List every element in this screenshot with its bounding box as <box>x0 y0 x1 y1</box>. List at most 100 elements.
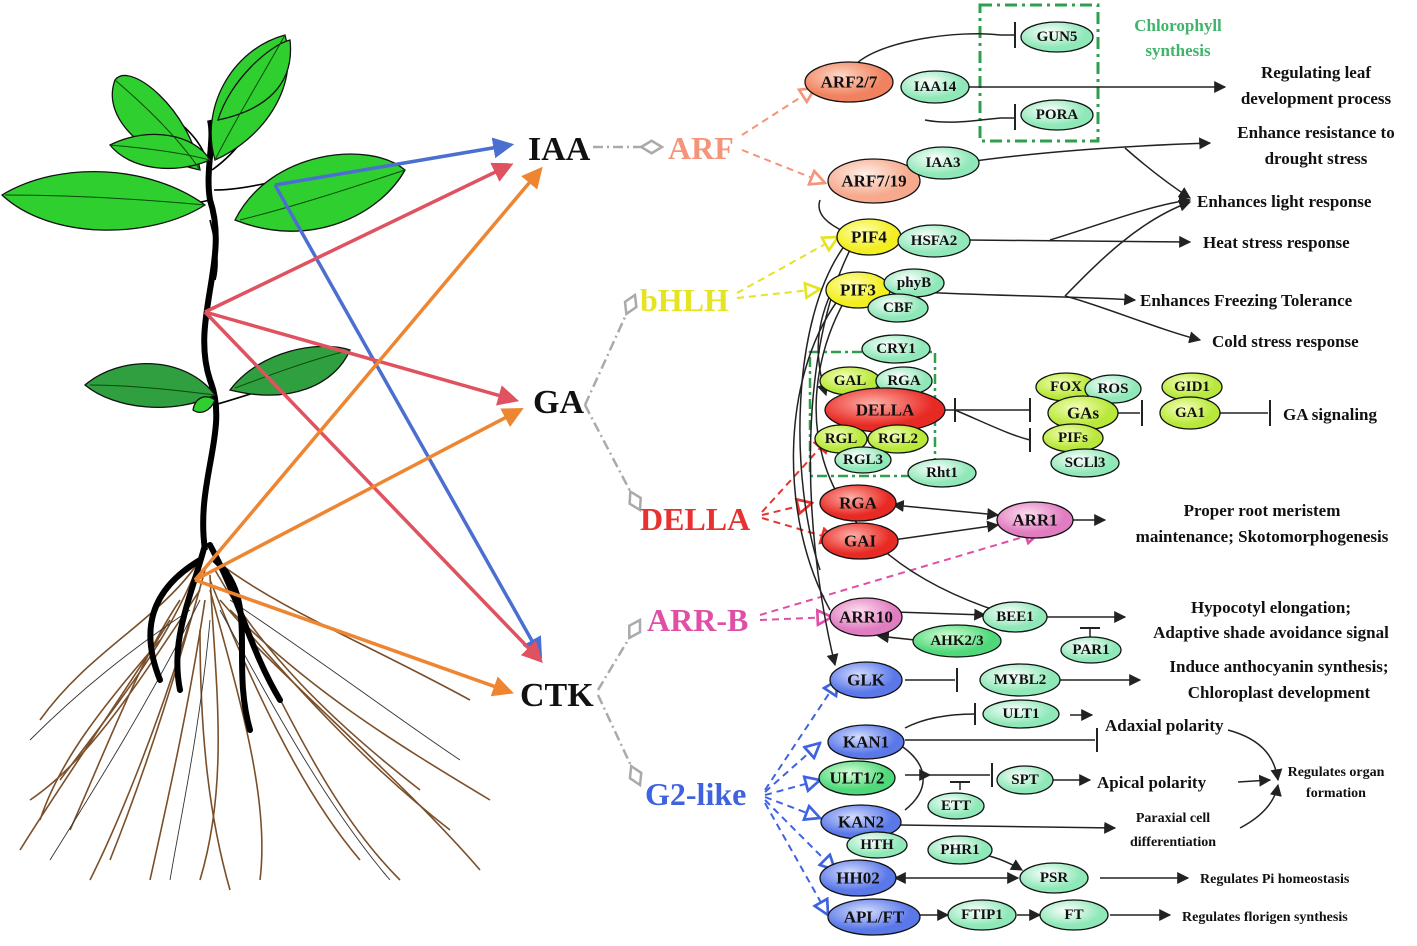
output-florigen-synthesis: Regulates florigen synthesis <box>1182 910 1348 925</box>
svg-text:PHR1: PHR1 <box>940 842 979 858</box>
output-apical-polarity: Apical polarity <box>1097 773 1207 792</box>
output-anthocyanin-line1: Induce anthocyanin synthesis; <box>1169 657 1388 676</box>
svg-text:CRY1: CRY1 <box>876 341 915 357</box>
svg-text:FT: FT <box>1064 907 1083 923</box>
output-ga-signaling: GA signaling <box>1283 405 1378 424</box>
main-roots <box>147 542 283 733</box>
output-organ-line1: Regulates organ <box>1288 765 1385 780</box>
node-gai: GAI <box>821 522 899 560</box>
svg-text:PAR1: PAR1 <box>1072 642 1109 658</box>
svg-text:BEE1: BEE1 <box>996 609 1034 625</box>
node-phyb: phyB <box>883 268 945 298</box>
hormone-family-connectors <box>583 147 662 785</box>
node-cry1: CRY1 <box>861 334 931 364</box>
node-hh02: HH02 <box>819 859 897 897</box>
node-rgl2: RGL2 <box>867 424 929 454</box>
node-par1: PAR1 <box>1060 636 1122 664</box>
node-ft: FT <box>1039 899 1109 931</box>
node-mybl2: MYBL2 <box>979 663 1061 697</box>
svg-text:RGL2: RGL2 <box>878 431 918 447</box>
hormone-ctk-label: CTK <box>520 677 594 714</box>
chlorophyll-synthesis-box <box>978 3 1100 143</box>
node-della: DELLA <box>824 387 946 433</box>
chlorophyll-label-line2: synthesis <box>1145 41 1211 60</box>
svg-text:AHK2/3: AHK2/3 <box>930 633 983 649</box>
svg-text:ROS: ROS <box>1098 381 1129 397</box>
svg-text:MYBL2: MYBL2 <box>994 672 1047 688</box>
output-adaxial-polarity: Adaxial polarity <box>1105 716 1224 735</box>
output-root-line1: Proper root meristem <box>1184 501 1341 520</box>
stem <box>200 119 220 551</box>
hormone-iaa-label: IAA <box>528 131 591 168</box>
output-paraxial-line1: Paraxial cell <box>1136 811 1210 826</box>
leaf-left-large <box>0 170 207 231</box>
output-paraxial-line2: differentiation <box>1130 835 1216 850</box>
svg-text:APL/FT: APL/FT <box>844 908 905 927</box>
family-g2like-label: G2-like <box>645 776 746 812</box>
svg-text:phyB: phyB <box>897 275 931 291</box>
output-drought-line1: Enhance resistance to <box>1237 123 1394 142</box>
node-pora: PORA <box>1020 99 1094 131</box>
svg-text:FOX: FOX <box>1050 379 1082 395</box>
node-ult12: ULT1/2 <box>818 760 896 796</box>
output-hypocotyl-line1: Hypocotyl elongation; <box>1191 598 1351 617</box>
node-arr10: ARR10 <box>829 597 903 637</box>
svg-text:GID1: GID1 <box>1174 379 1210 395</box>
plant-illustration <box>0 34 491 891</box>
svg-text:SCLl3: SCLl3 <box>1065 455 1106 471</box>
svg-text:ARF7/19: ARF7/19 <box>841 172 906 191</box>
svg-text:FTIP1: FTIP1 <box>961 907 1003 923</box>
node-bee1: BEE1 <box>982 601 1048 633</box>
node-gun5: GUN5 <box>1020 21 1094 53</box>
node-psr: PSR <box>1019 862 1089 894</box>
della-complex-box <box>808 350 937 478</box>
svg-text:ETT: ETT <box>941 798 971 814</box>
output-drought-line2: drought stress <box>1265 149 1368 168</box>
output-freezing-tolerance: Enhances Freezing Tolerance <box>1140 291 1353 310</box>
output-light-response: Enhances light response <box>1197 192 1372 211</box>
svg-text:GUN5: GUN5 <box>1037 29 1078 45</box>
family-arf-label: ARF <box>668 130 734 166</box>
svg-text:RGA: RGA <box>887 373 921 389</box>
svg-text:Rht1: Rht1 <box>926 465 958 481</box>
node-rht1: Rht1 <box>907 458 977 488</box>
hormone-ga-label: GA <box>533 384 584 421</box>
svg-text:GAs: GAs <box>1067 404 1100 423</box>
node-rgl3: RGL3 <box>834 446 892 474</box>
node-rgl: RGL <box>814 424 868 454</box>
svg-text:GA1: GA1 <box>1175 405 1205 421</box>
svg-text:HSFA2: HSFA2 <box>911 233 957 249</box>
node-spt: SPT <box>996 765 1054 795</box>
svg-text:RGA: RGA <box>839 494 878 513</box>
node-pif4: PIF4 <box>836 218 902 256</box>
leaf-top-right <box>217 39 292 121</box>
node-iaa14: IAA14 <box>900 70 970 104</box>
svg-text:SPT: SPT <box>1011 772 1039 788</box>
node-aplft: APL/FT <box>827 898 921 936</box>
node-hsfa2: HSFA2 <box>897 224 971 258</box>
node-hth: HTH <box>846 831 908 859</box>
chlorophyll-label-line1: Chlorophyll <box>1134 16 1222 35</box>
leaf-tiny <box>192 396 216 413</box>
family-bhlh-label: bHLH <box>640 282 729 318</box>
output-heat-stress: Heat stress response <box>1203 233 1350 252</box>
node-ett: ETT <box>927 792 985 820</box>
hormone-arrows <box>193 137 543 697</box>
svg-text:GAL: GAL <box>834 373 867 389</box>
svg-text:GLK: GLK <box>847 671 886 690</box>
svg-text:ARF2/7: ARF2/7 <box>821 73 878 92</box>
output-leaf-line1: Regulating leaf <box>1261 63 1371 82</box>
family-della-label: DELLA <box>640 501 750 537</box>
svg-text:ULT1: ULT1 <box>1003 706 1040 722</box>
svg-text:IAA14: IAA14 <box>914 79 957 95</box>
node-cbf: CBF <box>867 293 929 323</box>
node-scl13: SCLl3 <box>1050 448 1120 478</box>
node-iaa3: IAA3 <box>906 146 980 180</box>
output-leaf-line2: development process <box>1241 89 1392 108</box>
leaf-group <box>0 34 406 413</box>
output-cold-stress: Cold stress response <box>1212 332 1359 351</box>
node-arf719: ARF7/19 <box>827 158 921 204</box>
svg-text:ARR1: ARR1 <box>1012 511 1057 530</box>
node-ult1: ULT1 <box>982 699 1060 729</box>
svg-text:RGL: RGL <box>825 431 858 447</box>
